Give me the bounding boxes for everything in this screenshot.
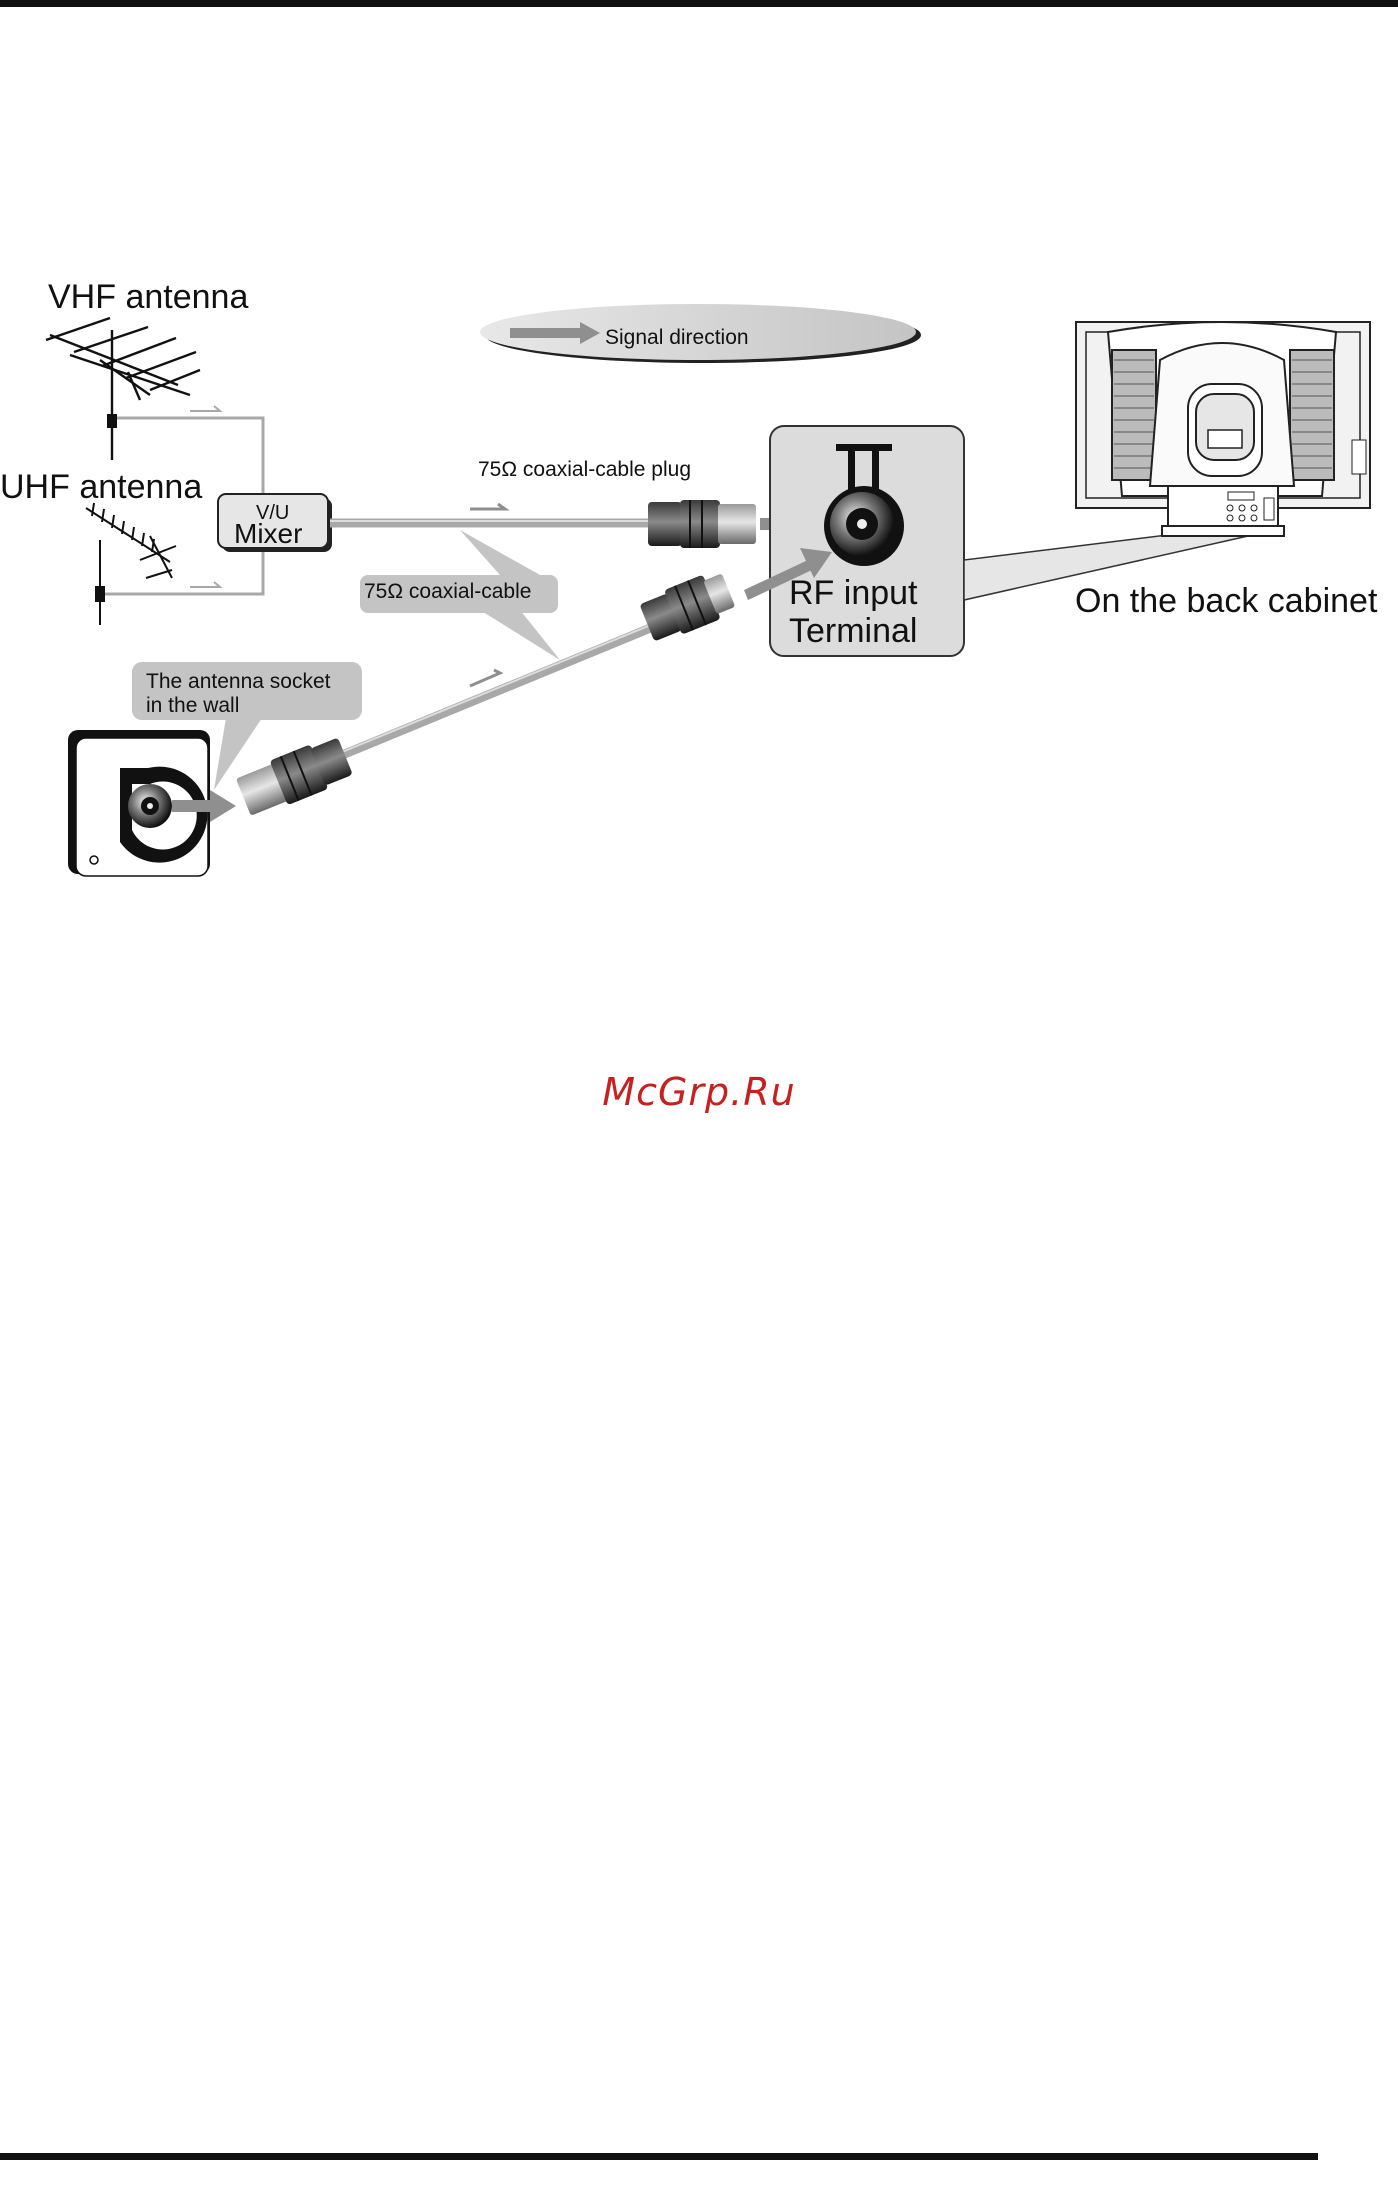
watermark: McGrp.Ru [0,1070,1398,1114]
tv-back-cabinet-icon [1076,322,1370,536]
vhf-antenna-icon [46,318,200,460]
back-cabinet-label: On the back cabinet [1075,582,1377,621]
mixer-label: Mixer [234,518,302,550]
antenna-socket-label-line1: The antenna socket [146,670,330,694]
uhf-clamp [95,586,105,602]
rf-input-label-line2: Terminal [789,612,918,650]
mixer-cable [330,521,650,523]
bottom-rule [0,2153,1318,2160]
vhf-antenna-label: VHF antenna [48,278,248,317]
coax-plug-upper [638,568,738,645]
diagonal-coax-cable [330,617,670,760]
antenna-socket-label: The antenna socket in the wall [146,670,330,718]
mixer-cable-direction-arrow [470,504,505,509]
vhf-clamp [107,414,117,428]
coax-cable-label: 75Ω coaxial-cable [364,580,531,604]
coax-plug-horizontal [648,500,756,548]
signal-direction-label: Signal direction [605,326,749,350]
rf-input-terminal-label: RF input Terminal [789,574,918,650]
diagonal-cable-direction-arrow [470,670,500,686]
uhf-antenna-icon [86,503,176,625]
coax-plug-lower [234,734,354,820]
coax-plug-label: 75Ω coaxial-cable plug [478,458,691,482]
uhf-antenna-label: UHF antenna [0,468,202,507]
antenna-socket-label-line2: in the wall [146,694,330,718]
rf-input-label-line1: RF input [789,574,918,612]
